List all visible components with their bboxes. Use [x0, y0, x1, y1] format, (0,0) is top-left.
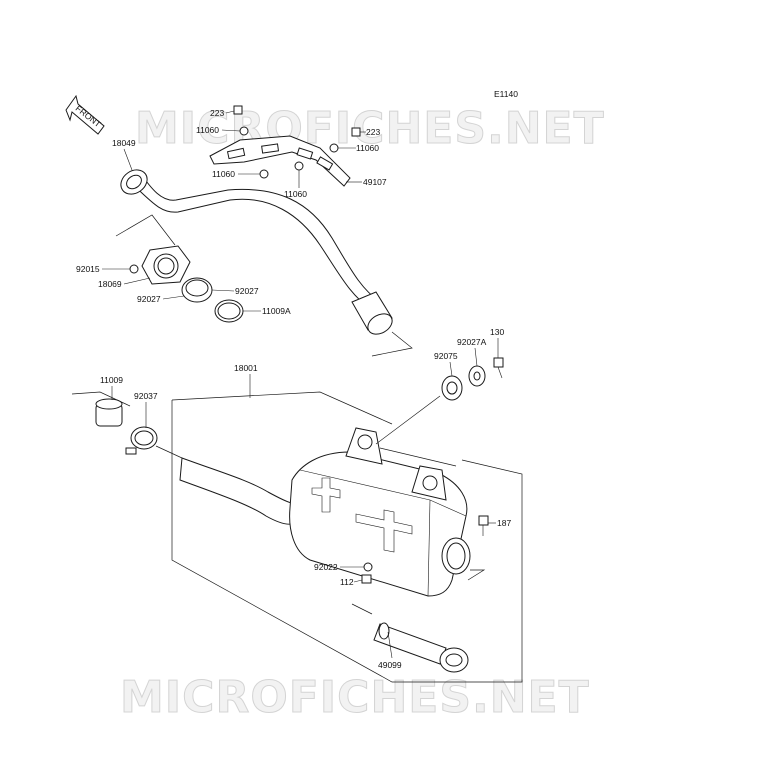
leader-line: [115, 214, 176, 246]
nut-11060-icon: [294, 161, 304, 171]
leader-line: [171, 391, 393, 425]
front-arrow-icon: FRONT: [65, 94, 105, 135]
watermark-bottom: MICROFICHES.NET: [120, 672, 590, 723]
flange-18069: [141, 245, 191, 285]
grommet-92075: [441, 375, 463, 401]
part-label-223: 223: [210, 108, 224, 118]
ring-11009A: [214, 299, 244, 323]
bolt-223-icon: [233, 105, 243, 115]
part-label-11009A: 11009A: [262, 306, 291, 316]
part-label-11009: 11009: [100, 375, 123, 385]
nut-11060-icon: [259, 169, 269, 179]
sleeve-11009: [95, 398, 123, 427]
part-label-92015: 92015: [76, 264, 100, 274]
nut-11060-icon: [329, 143, 339, 153]
part-label-92037: 92037: [134, 391, 158, 401]
part-label-187: 187: [497, 518, 511, 528]
clamp-92037: [125, 426, 158, 455]
part-label-49099: 49099: [378, 660, 402, 670]
part-label-223: 223: [366, 127, 380, 137]
diagram-code: E1140: [494, 89, 518, 99]
part-label-49107: 49107: [363, 177, 387, 187]
bolt-187-icon: [478, 515, 489, 536]
part-label-92027A: 92027A: [457, 337, 487, 347]
leader-line: [371, 331, 413, 357]
bolt-223-icon: [351, 127, 361, 137]
heat-guard-49107: [209, 135, 351, 187]
part-label-130: 130: [490, 327, 504, 337]
washer-92027A: [468, 365, 486, 387]
spark-arrester-49099: [373, 622, 469, 673]
exhaust-pipe-18049: [120, 169, 393, 335]
leader-line: [379, 447, 457, 467]
leader-line: [71, 391, 131, 407]
part-label-92027: 92027: [137, 294, 161, 304]
gasket-92027: [181, 277, 213, 303]
nut-11060-icon: [239, 126, 249, 136]
bolt-112-icon: [361, 574, 372, 584]
part-label-92022: 92022: [314, 562, 338, 572]
part-label-11060: 11060: [212, 169, 235, 179]
part-label-92075: 92075: [434, 351, 458, 361]
part-label-11060: 11060: [196, 125, 219, 135]
part-label-11060: 11060: [356, 143, 379, 153]
watermark-top: MICROFICHES.NET: [135, 103, 605, 154]
part-label-11060: 11060: [284, 189, 307, 199]
part-label-92027: 92027: [235, 286, 259, 296]
part-label-112: 112: [340, 577, 354, 587]
leader-line: [375, 395, 441, 445]
muffler-18001: [179, 427, 471, 597]
washer-92022-icon: [363, 562, 373, 572]
part-label-18049: 18049: [112, 138, 136, 148]
leader-line: [351, 603, 373, 615]
leader-line: [155, 445, 183, 459]
part-label-18069: 18069: [98, 279, 122, 289]
part-label-18001: 18001: [234, 363, 258, 373]
leader-line: [467, 569, 486, 581]
bolt-130-icon: [493, 357, 504, 379]
nut-92015-icon: [129, 264, 139, 274]
leader-frame: [171, 400, 523, 683]
